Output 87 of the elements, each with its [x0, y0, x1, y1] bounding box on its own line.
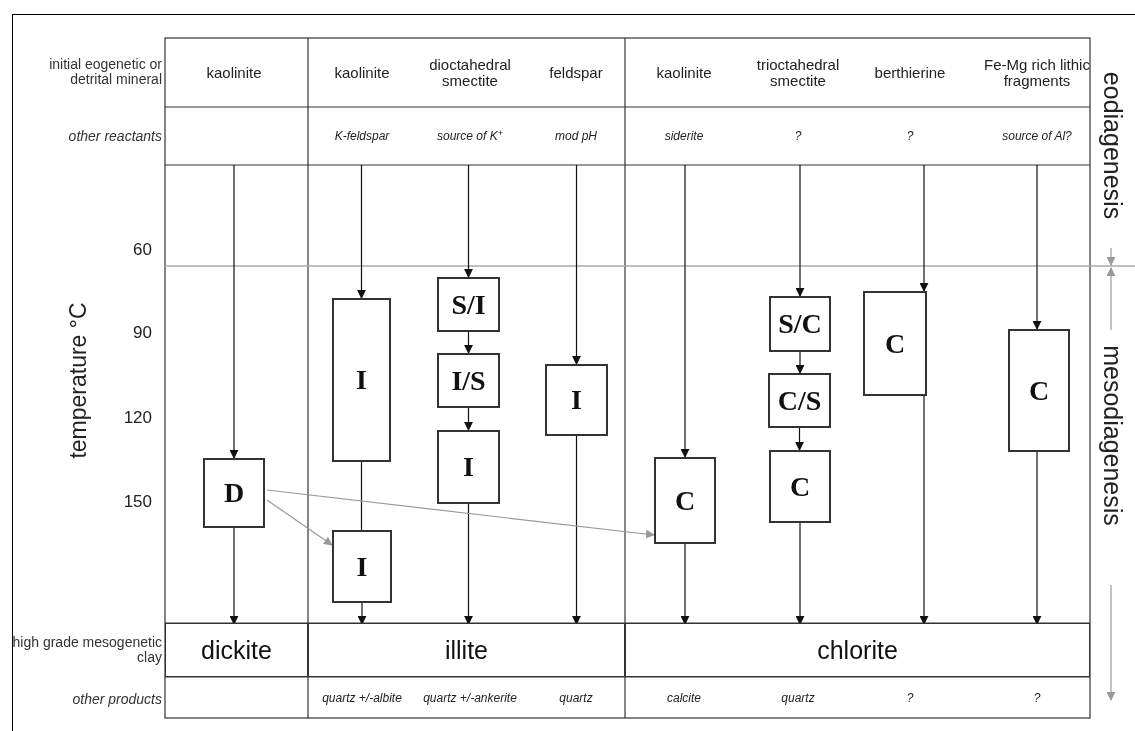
- arrow: [680, 164, 690, 458]
- product-text: quartz +/-ankerite: [423, 691, 517, 705]
- mineral-box: [437, 277, 500, 332]
- tick-label: 120: [123, 408, 152, 428]
- tick-label: 90: [133, 323, 152, 343]
- arrow: [572, 435, 581, 625]
- row-header: other reactants: [68, 128, 162, 144]
- mineral-box: [203, 458, 265, 528]
- mineral-name: trioctahedral smectite: [755, 57, 841, 89]
- product-cell: [308, 623, 625, 677]
- mineral-box: [768, 373, 831, 428]
- box-label: C: [884, 329, 906, 358]
- arrow: [357, 602, 367, 625]
- arrow: [680, 543, 690, 625]
- mineral-name: dioctahedral smectite: [428, 57, 512, 89]
- mineral-name: kaolinite: [206, 65, 262, 81]
- product-text: quartz: [781, 691, 815, 705]
- arrow: [919, 164, 929, 292]
- box-label: C/S: [777, 386, 822, 415]
- box-label: I: [356, 552, 368, 581]
- box-label: C: [789, 472, 811, 501]
- box-label: C: [674, 486, 696, 515]
- arrow: [1032, 164, 1042, 330]
- reactant-text: K-feldspar: [334, 129, 390, 143]
- mineral-name: Fe-Mg rich lithic fragments: [983, 57, 1091, 89]
- box-label: D: [223, 479, 245, 507]
- product-label: chlorite: [817, 637, 898, 663]
- arrow: [266, 499, 333, 546]
- mineral-box: [863, 291, 927, 396]
- mineral-name: kaolinite: [656, 65, 712, 81]
- arrow: [919, 395, 929, 625]
- arrow: [357, 164, 366, 299]
- row-header: initial eogenetic or detrital mineral: [48, 57, 162, 87]
- mineral-name: kaolinite: [334, 65, 390, 81]
- mineral-box: [769, 450, 831, 523]
- arrow: [464, 407, 473, 431]
- reactant-text: source of Al?: [1002, 129, 1072, 143]
- product-cell: [165, 623, 308, 677]
- arrow: [229, 527, 239, 625]
- arrow: [795, 351, 805, 374]
- arrow: [464, 503, 473, 625]
- mineral-box: [437, 353, 500, 408]
- box-label: S/I: [451, 290, 486, 319]
- reactant-text: ?: [906, 129, 914, 143]
- reactant-text: siderite: [664, 129, 704, 143]
- mineral-box: [332, 530, 392, 603]
- product-text: quartz +/-albite: [322, 691, 402, 705]
- mineral-box: [654, 457, 716, 544]
- arrow: [229, 164, 239, 459]
- arrow: [464, 164, 473, 278]
- arrow: [1032, 451, 1042, 625]
- product-text: ?: [906, 691, 914, 705]
- row-header: high grade mesogenetic clay: [11, 635, 162, 665]
- product-text: calcite: [667, 691, 701, 705]
- product-cell: [625, 623, 1090, 677]
- mineral-box: [545, 364, 608, 436]
- reactant-text: ?: [794, 129, 802, 143]
- product-label: illite: [444, 637, 489, 663]
- arrow: [795, 164, 805, 297]
- arrow: [795, 522, 805, 625]
- box-label: I: [356, 366, 367, 394]
- axis-title: temperature °C: [66, 301, 90, 459]
- product-text: quartz: [559, 691, 593, 705]
- box-label: I/S: [451, 366, 486, 395]
- arrow: [266, 489, 655, 539]
- box-label: I: [571, 386, 582, 414]
- mineral-box: [332, 298, 391, 462]
- row-header: other products: [72, 691, 162, 707]
- mineral-box: [1008, 329, 1070, 452]
- box-label: C: [1028, 376, 1050, 405]
- tick-label: 150: [123, 492, 152, 512]
- mineral-name: feldspar: [549, 65, 603, 81]
- arrow: [795, 427, 804, 451]
- arrow: [464, 331, 473, 354]
- product-text: ?: [1033, 691, 1041, 705]
- product-label: dickite: [201, 637, 272, 663]
- mineral-name: berthierine: [874, 65, 946, 81]
- mineral-box: [437, 430, 500, 504]
- reactant-text: mod pH: [555, 129, 597, 143]
- reactant-text: source of K$^{+}$: [437, 129, 503, 143]
- box-label: S/C: [778, 310, 822, 338]
- phase-label: mesodiagenesis: [1100, 344, 1125, 526]
- arrow: [572, 164, 581, 365]
- phase-label: eodiagenesis: [1100, 71, 1125, 219]
- tick-label: 60: [133, 240, 152, 260]
- box-label: I: [463, 453, 474, 481]
- mineral-box: [769, 296, 831, 352]
